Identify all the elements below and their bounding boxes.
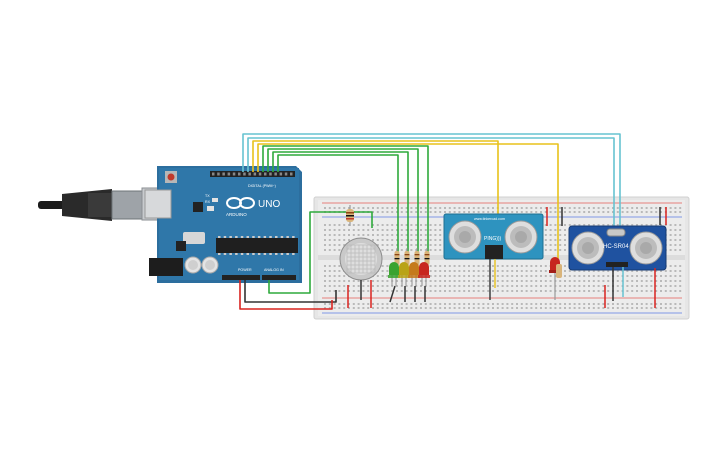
rail-jumpers[interactable]: [347, 207, 667, 308]
rx-label: RX: [205, 200, 211, 204]
digital-label: DIGITAL (PWM~): [248, 184, 276, 188]
tx-label: TX: [205, 194, 210, 198]
arduino-uno-board[interactable]: UNO ARDUINO DIGITAL (PWM~) TX RX POWER A…: [144, 166, 302, 283]
hc-sr04-sensor[interactable]: HC-SR04: [568, 225, 667, 271]
wire-yellow-2: [257, 143, 559, 262]
analog-header[interactable]: [262, 275, 296, 280]
wire-cyan-2: [247, 137, 615, 232]
wires[interactable]: [239, 133, 621, 310]
reset-button-cap[interactable]: [167, 173, 175, 181]
atmega-chip: [216, 238, 298, 253]
led-4[interactable]: [418, 248, 430, 286]
ping-url: www.tinkercad.com: [474, 217, 505, 221]
wire-red-5v: [239, 280, 333, 310]
ping-label: PING))): [484, 236, 502, 242]
led-2[interactable]: [398, 248, 410, 286]
wire-green-3: [272, 151, 409, 262]
wire-green-1: [262, 145, 429, 262]
gas-sensor[interactable]: [339, 237, 383, 281]
ping-sensor[interactable]: www.tinkercad.com PING))): [443, 213, 544, 300]
led-3[interactable]: [408, 248, 420, 286]
wire-green-2: [267, 148, 419, 262]
wire-green-4: [277, 154, 399, 262]
led-red-right[interactable]: [549, 257, 562, 300]
wire-black-gnd: [244, 280, 337, 303]
wire-yellow-1: [252, 140, 499, 218]
resistor-gas[interactable]: [346, 205, 354, 226]
hcsr04-label: HC-SR04: [603, 244, 629, 250]
led-1[interactable]: [388, 248, 400, 286]
board-brand: ARDUINO: [226, 212, 247, 217]
arduino-logo: [226, 197, 255, 209]
power-header[interactable]: [222, 275, 260, 280]
wire-cyan-1: [242, 133, 621, 232]
power-jack[interactable]: [149, 258, 183, 276]
led-group[interactable]: [388, 248, 430, 286]
wire-green-analog: [268, 211, 373, 294]
board-model: UNO: [258, 199, 280, 210]
digital-header[interactable]: [210, 171, 295, 177]
analog-label: ANALOG IN: [264, 268, 284, 272]
power-label: POWER: [238, 268, 252, 272]
